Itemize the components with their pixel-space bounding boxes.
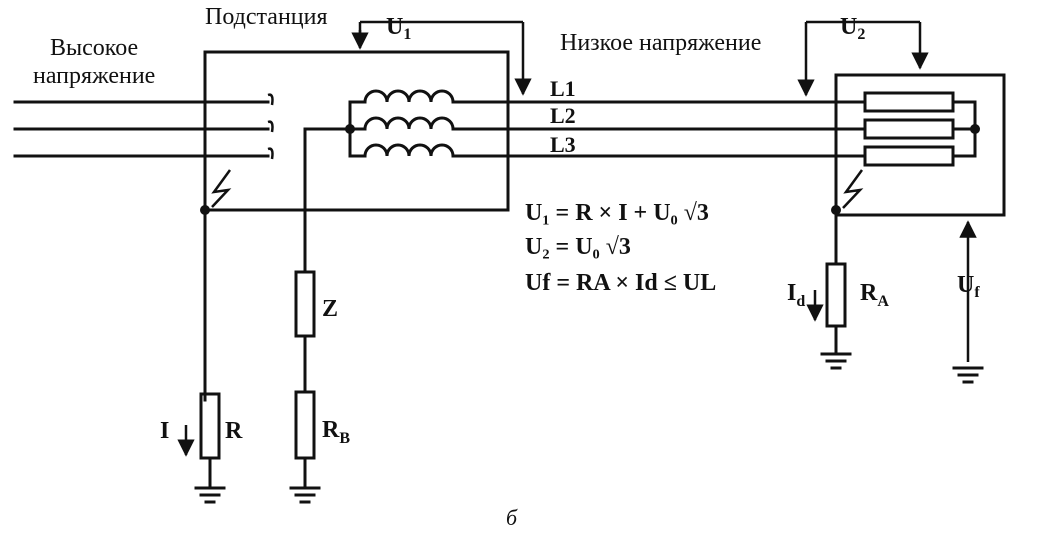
consumer-load (863, 91, 980, 167)
label-id: Id (787, 280, 805, 310)
label-u2: U2 (840, 14, 865, 43)
label-rb: RB (322, 417, 350, 447)
transformer-coils (345, 89, 455, 158)
substation-enclosure (203, 50, 510, 402)
consumer-enclosure (834, 73, 1006, 217)
neutral-ground-path (289, 127, 352, 504)
figure-caption: б (506, 505, 518, 530)
impedance-z (294, 270, 316, 338)
fault-symbol-consumer (842, 169, 864, 209)
uf-measurement (952, 220, 984, 384)
resistor-r (199, 392, 221, 460)
fault-symbol-substation (211, 169, 232, 208)
label-r: R (225, 418, 243, 444)
label-substation: Подстанция (205, 4, 328, 30)
u1-bracket (351, 20, 532, 96)
high-voltage-lines (13, 93, 274, 160)
resistor-rb (294, 390, 316, 460)
label-high-voltage-1: Высокое (50, 35, 138, 61)
consumer-ground-path (806, 213, 852, 370)
label-low-voltage: Низкое напряжение (560, 30, 761, 56)
label-uf: Uf (957, 272, 980, 301)
equation-2: U₂ = U₀ √3 (525, 234, 631, 260)
label-u1: U1 (386, 14, 411, 43)
substation-ground-path (177, 392, 226, 504)
low-voltage-lines (451, 100, 867, 158)
substation-node (200, 205, 210, 215)
label-high-voltage-2: напряжение (33, 63, 155, 89)
label-z: Z (322, 296, 338, 322)
u2-bracket (797, 20, 929, 97)
label-ra: RA (860, 280, 889, 310)
consumer-node (831, 205, 841, 215)
resistor-ra (825, 262, 847, 328)
equation-3: Uf = RA × Id ≤ UL (525, 270, 716, 296)
equation-1: U₁ = R × I + U₀ √3 (525, 200, 709, 226)
label-l3: L3 (550, 132, 576, 157)
label-l1: L1 (550, 76, 576, 101)
label-i: I (160, 418, 169, 444)
label-l2: L2 (550, 103, 576, 128)
